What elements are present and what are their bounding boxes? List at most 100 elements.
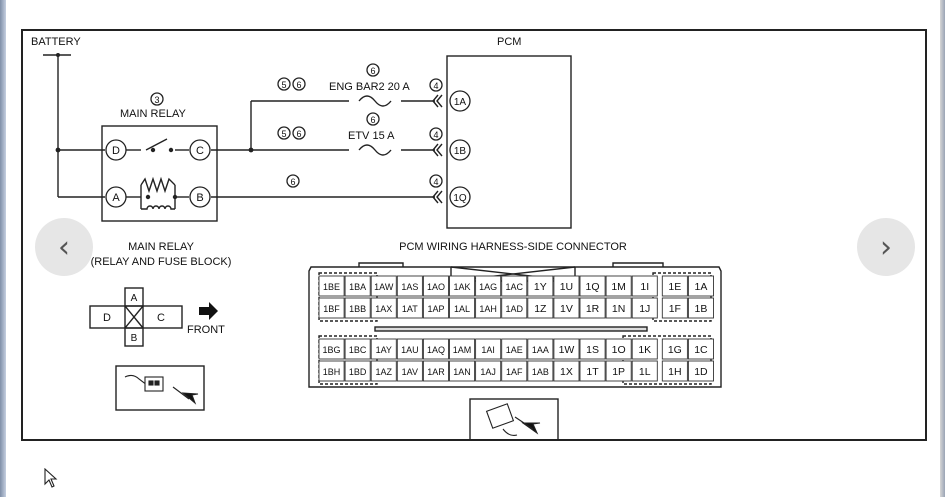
connector-pin-label: 1H	[668, 366, 681, 378]
connector-pin-label: 1D	[694, 366, 708, 378]
relay-caption-sub: (RELAY AND FUSE BLOCK)	[91, 256, 232, 268]
connector-hand-icon	[124, 374, 199, 405]
connector-pin-label: 1T	[586, 366, 599, 378]
connector-pin-cell	[475, 338, 502, 360]
connector-pin-cell	[422, 338, 449, 360]
pcm-connector-hand-icon	[485, 403, 541, 436]
connector-pin-cell	[661, 360, 688, 382]
connector-pin-cell	[631, 275, 658, 297]
connector-pin-label: 1AH	[479, 304, 497, 314]
connector-pin-label: 1AI	[481, 345, 495, 355]
connector-pin-label: 1N	[612, 303, 625, 315]
connector-pin-cell	[422, 297, 449, 319]
connector-pin-cell	[449, 275, 476, 297]
connector-pin-label: 1AL	[454, 304, 470, 314]
connector-pin-label: 1AR	[427, 367, 445, 377]
connector-pin-label: 1AT	[402, 304, 418, 314]
connector-pin-cell	[318, 297, 345, 319]
connector-pin-cell	[687, 360, 714, 382]
connector-pin-cell	[344, 297, 371, 319]
connector-pin-cell	[501, 275, 528, 297]
connector-pin-cell	[475, 297, 502, 319]
connector-pin-cell	[631, 338, 658, 360]
relay-connector-bottom: B	[131, 333, 138, 344]
connector-pin-label: 1O	[612, 344, 626, 356]
connector-pin-label: 1AQ	[427, 345, 445, 355]
connector-pin-label: 1AA	[532, 345, 549, 355]
terminal-c: C	[196, 145, 204, 157]
connector-pin-label: 1AD	[505, 304, 523, 314]
connector-pin-label: 1U	[560, 281, 573, 293]
chevron-right-icon: ›	[880, 229, 892, 265]
window-right-edge	[940, 0, 945, 497]
connector-pin-label: 1A	[695, 281, 708, 293]
relay-connector-left: D	[103, 312, 111, 324]
connector-pin-label: 1V	[560, 303, 573, 315]
connector-pin-cell	[475, 275, 502, 297]
connector-pin-label: 1AY	[376, 345, 392, 355]
connector-pin-label: 1C	[694, 344, 708, 356]
relay-caption: MAIN RELAY	[128, 241, 194, 253]
mouse-pointer-icon	[44, 468, 58, 488]
connector-pin-cell	[687, 338, 714, 360]
wiring-diagram: BATTERY PCM 3 MAIN RELAY D C A B 5 6 6 E…	[31, 36, 722, 444]
front-arrow-icon	[199, 302, 218, 320]
connector-pin-cell	[318, 360, 345, 382]
connector-pin-label: 1I	[640, 281, 649, 293]
connector-pin-cell	[344, 360, 371, 382]
connector-pin-cell	[475, 360, 502, 382]
connector-pin-cell	[449, 338, 476, 360]
connector-pin-cell	[422, 275, 449, 297]
connector-pin-label: 1L	[639, 366, 651, 378]
connector-pin-cell	[527, 297, 554, 319]
connector-pin-label: 1AZ	[375, 367, 392, 377]
top-pair-a: 5	[281, 80, 286, 90]
connector-pin-label: 1J	[639, 303, 650, 315]
connector-pin-label: 1AK	[454, 282, 471, 292]
connector-pin-label: 1R	[586, 303, 600, 315]
terminal-b: B	[196, 192, 203, 204]
connector-pin-label: 1AE	[506, 345, 523, 355]
etv-fuse-label: ETV 15 A	[348, 130, 395, 142]
connector-pin-label: 1AJ	[480, 367, 496, 377]
connector-pin-cell	[687, 297, 714, 319]
connector-pin-label: 1E	[668, 281, 681, 293]
connector-pin-cell	[605, 275, 632, 297]
mid-pair-b: 6	[296, 129, 301, 139]
connector-pin-cell	[396, 297, 423, 319]
connector-pin-cell	[370, 297, 397, 319]
connector-pin-label: 1X	[560, 366, 573, 378]
connector-pin-label: 1AM	[453, 345, 472, 355]
connector-pin-label: 1BE	[323, 282, 340, 292]
connector-pin-cell	[501, 360, 528, 382]
connector-pin-label: 1BA	[349, 282, 366, 292]
connector-pin-label: 1AV	[402, 367, 418, 377]
connector-pin-cell	[553, 297, 580, 319]
connector-pin-cell	[631, 360, 658, 382]
main-relay-label: MAIN RELAY	[120, 108, 186, 120]
pcm-pin-number: 4	[433, 177, 438, 187]
connector-pin-cell	[579, 338, 606, 360]
connector-pin-cell	[396, 338, 423, 360]
window-left-edge	[0, 0, 6, 497]
connector-pin-label: 1M	[611, 281, 626, 293]
mid-pair-a: 5	[281, 129, 286, 139]
connector-pin-label: 1AB	[532, 367, 549, 377]
pcm-label: PCM	[497, 36, 521, 48]
connector-pin-label: 1Y	[534, 281, 547, 293]
connector-pin-label: 1AG	[479, 282, 497, 292]
connector-pin-cell	[370, 338, 397, 360]
connector-pin-cell	[422, 360, 449, 382]
previous-slide-button[interactable]: ‹	[35, 218, 93, 276]
connector-pin-cell	[449, 297, 476, 319]
connector-pin-cell	[318, 338, 345, 360]
pcm-connector-title: PCM WIRING HARNESS-SIDE CONNECTOR	[399, 241, 627, 253]
connector-pin-cell	[579, 275, 606, 297]
next-slide-button[interactable]: ›	[857, 218, 915, 276]
top-pair-b: 6	[296, 80, 301, 90]
connector-pin-cell	[661, 297, 688, 319]
connector-pin-label: 1AX	[375, 304, 392, 314]
connector-pin-cell	[396, 360, 423, 382]
connector-pin-cell	[605, 360, 632, 382]
